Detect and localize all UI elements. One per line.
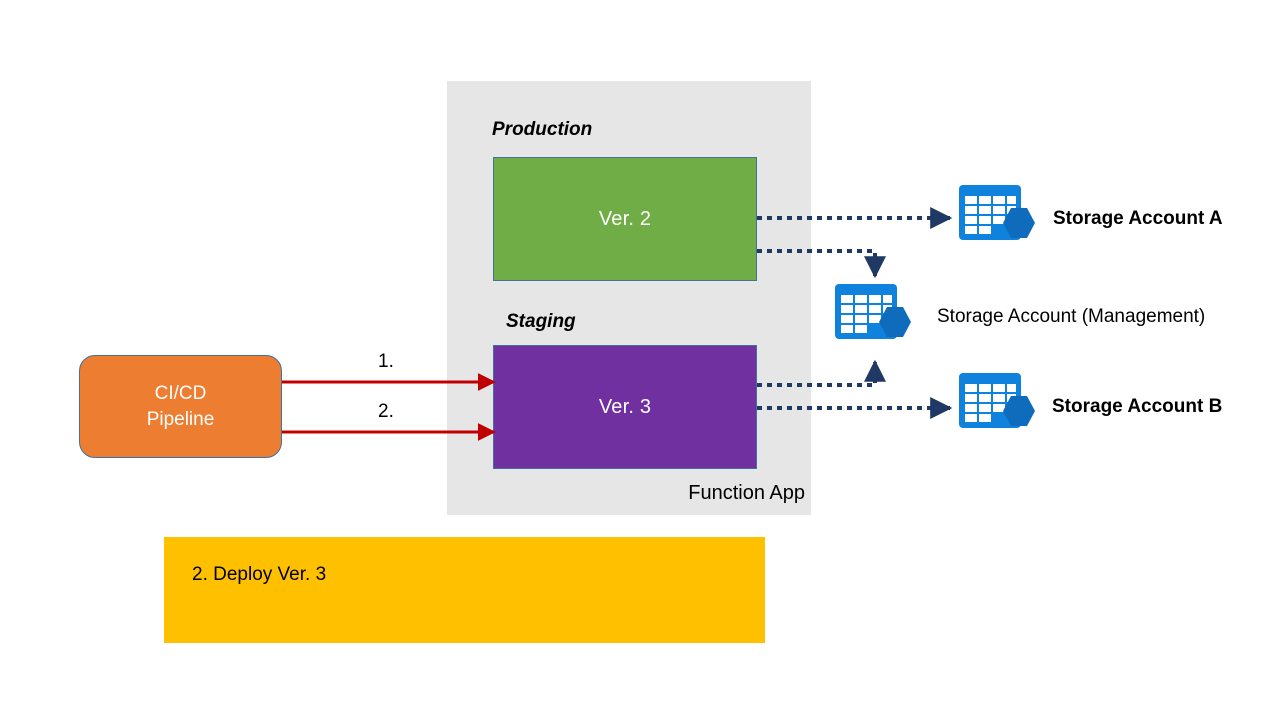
- staging-version-label: Ver. 3: [598, 395, 652, 418]
- cicd-pipeline-box: CI/CD Pipeline: [79, 355, 282, 458]
- deploy-note-box: [164, 537, 765, 643]
- storage-account-b-icon: [957, 372, 1041, 444]
- deploy-note-text: 2. Deploy Ver. 3: [192, 564, 327, 585]
- storage-account-b-label: Storage Account B: [1052, 396, 1223, 417]
- cicd-pipeline-label-line2: Pipeline: [146, 408, 215, 430]
- step-1-label: 1.: [378, 351, 394, 372]
- staging-slot-heading: Staging: [506, 311, 576, 332]
- function-app-label: Function App: [688, 482, 805, 504]
- production-version-box: Ver. 2: [493, 157, 757, 281]
- step-2-label: 2.: [378, 401, 394, 422]
- storage-account-management-label: Storage Account (Management): [937, 306, 1206, 327]
- storage-account-icon: [957, 184, 1041, 256]
- cicd-pipeline-label-line1: CI/CD: [154, 382, 207, 404]
- storage-account-a-label: Storage Account A: [1053, 208, 1223, 229]
- production-version-label: Ver. 2: [598, 207, 652, 230]
- production-slot-heading: Production: [492, 119, 593, 140]
- staging-version-box: Ver. 3: [493, 345, 757, 469]
- storage-account-management-icon: [833, 283, 917, 355]
